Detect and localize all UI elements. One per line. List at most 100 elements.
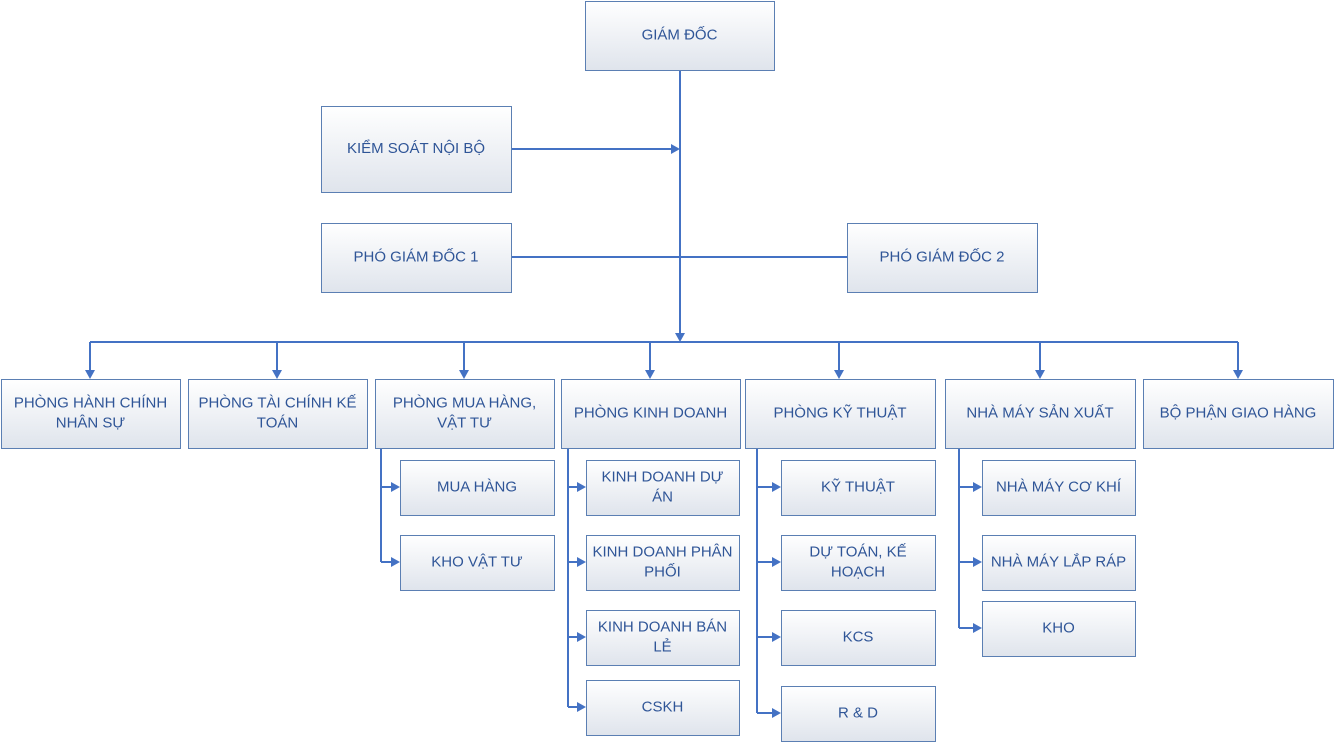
arrowhead-right bbox=[973, 482, 982, 492]
node-pgd1: PHÓ GIÁM ĐỐC 1 bbox=[321, 223, 512, 293]
node-label: KCS bbox=[843, 628, 874, 645]
node-label: PHÒNG HÀNH CHÍNH bbox=[14, 394, 167, 411]
node-box bbox=[321, 223, 512, 293]
node-box bbox=[585, 1, 775, 71]
arrowhead-right bbox=[772, 557, 781, 567]
node-label: NHÀ MÁY SẢN XUẤT bbox=[966, 404, 1113, 421]
node-box bbox=[945, 379, 1136, 449]
node-label: PHÒNG KỸ THUẬT bbox=[773, 404, 906, 421]
node-nm-co-khi: NHÀ MÁY CƠ KHÍ bbox=[982, 460, 1136, 516]
node-label: PHÒNG KINH DOANH bbox=[574, 404, 727, 421]
node-kd-ban-le: KINH DOANH BÁN LẺ bbox=[586, 610, 740, 666]
node-box bbox=[586, 610, 740, 666]
node-label: NHÂN SỰ bbox=[56, 414, 126, 431]
arrowhead-right bbox=[973, 623, 982, 633]
arrowhead-down bbox=[459, 370, 469, 379]
arrowhead-right bbox=[577, 557, 586, 567]
node-bo-phan-gh: BỘ PHẬN GIAO HÀNG bbox=[1143, 379, 1334, 449]
node-box bbox=[400, 460, 555, 516]
node-label: MUA HÀNG bbox=[437, 478, 517, 495]
node-label: KỸ THUẬT bbox=[821, 478, 895, 495]
arrowhead-right bbox=[772, 482, 781, 492]
node-label: PHÓ GIÁM ĐỐC 2 bbox=[879, 247, 1004, 265]
arrowhead-down bbox=[272, 370, 282, 379]
node-box bbox=[188, 379, 368, 449]
node-label: KINH DOANH BÁN bbox=[598, 618, 727, 635]
node-box bbox=[982, 535, 1136, 591]
node-label: KHO bbox=[1042, 619, 1075, 636]
node-du-toan: DỰ TOÁN, KẾ HOẠCH bbox=[781, 535, 936, 591]
node-giam-doc: GIÁM ĐỐC bbox=[585, 1, 775, 71]
node-label: CSKH bbox=[642, 698, 684, 715]
node-label: LẺ bbox=[653, 638, 671, 655]
arrowhead-right bbox=[391, 557, 400, 567]
node-box bbox=[375, 379, 555, 449]
arrowhead-down bbox=[1035, 370, 1045, 379]
node-kd-phan-phoi: KINH DOANH PHÂN PHỐI bbox=[586, 535, 740, 591]
node-label: R & D bbox=[838, 704, 878, 721]
node-label: KINH DOANH PHÂN bbox=[592, 543, 732, 560]
node-label: PHÒNG MUA HÀNG, bbox=[393, 394, 536, 411]
node-box bbox=[561, 379, 741, 449]
node-label: BỘ PHẬN GIAO HÀNG bbox=[1160, 404, 1317, 421]
node-label: VẬT TƯ bbox=[437, 414, 492, 431]
arrowhead-down bbox=[85, 370, 95, 379]
node-label: ÁN bbox=[652, 488, 673, 505]
arrowhead-down bbox=[1233, 370, 1243, 379]
node-label: PHỐI bbox=[644, 562, 681, 580]
node-phong-tckt: PHÒNG TÀI CHÍNH KẾ TOÁN bbox=[188, 379, 368, 449]
node-phong-kd: PHÒNG KINH DOANH bbox=[561, 379, 741, 449]
node-box bbox=[1, 379, 181, 449]
node-box bbox=[586, 460, 740, 516]
node-r-and-d: R & D bbox=[781, 686, 936, 742]
node-phong-hcns: PHÒNG HÀNH CHÍNH NHÂN SỰ bbox=[1, 379, 181, 449]
node-label: NHÀ MÁY LẮP RÁP bbox=[991, 552, 1126, 570]
arrowhead-right bbox=[671, 144, 680, 154]
arrowhead-right bbox=[391, 482, 400, 492]
node-kd-du-an: KINH DOANH DỰ ÁN bbox=[586, 460, 740, 516]
node-label: KINH DOANH DỰ bbox=[602, 468, 724, 485]
node-label: GIÁM ĐỐC bbox=[642, 25, 718, 43]
arrowhead-right bbox=[577, 632, 586, 642]
node-box bbox=[982, 460, 1136, 516]
node-box bbox=[586, 535, 740, 591]
arrowhead-right bbox=[577, 702, 586, 712]
node-nm-lap-rap: NHÀ MÁY LẮP RÁP bbox=[982, 535, 1136, 591]
node-label: HOẠCH bbox=[831, 563, 885, 580]
arrowhead-right bbox=[973, 557, 982, 567]
connectors-layer bbox=[85, 70, 1243, 718]
arrowhead-right bbox=[772, 632, 781, 642]
node-cskh: CSKH bbox=[586, 680, 740, 736]
node-box bbox=[586, 680, 740, 736]
node-box bbox=[982, 601, 1136, 657]
node-box bbox=[781, 535, 936, 591]
arrowhead-right bbox=[772, 708, 781, 718]
node-box bbox=[1143, 379, 1334, 449]
node-label: KHO VẬT TƯ bbox=[431, 553, 523, 570]
node-box bbox=[781, 610, 936, 666]
node-nha-may-sx: NHÀ MÁY SẢN XUẤT bbox=[945, 379, 1136, 449]
node-box bbox=[400, 535, 555, 591]
node-label: PHÓ GIÁM ĐỐC 1 bbox=[353, 247, 478, 265]
node-box bbox=[745, 379, 936, 449]
node-phong-mhvt: PHÒNG MUA HÀNG, VẬT TƯ bbox=[375, 379, 555, 449]
node-kiem-soat: KIỂM SOÁT NỘI BỘ bbox=[321, 106, 512, 193]
node-pgd2: PHÓ GIÁM ĐỐC 2 bbox=[847, 223, 1038, 293]
node-label: PHÒNG TÀI CHÍNH KẾ bbox=[198, 394, 356, 411]
node-label: NHÀ MÁY CƠ KHÍ bbox=[996, 478, 1122, 495]
node-box bbox=[847, 223, 1038, 293]
node-box bbox=[321, 106, 512, 193]
arrowhead-down bbox=[675, 333, 685, 342]
node-kcs: KCS bbox=[781, 610, 936, 666]
arrowhead-right bbox=[577, 482, 586, 492]
arrowhead-down bbox=[834, 370, 844, 379]
node-box bbox=[781, 460, 936, 516]
node-kho: KHO bbox=[982, 601, 1136, 657]
node-ky-thuat: KỸ THUẬT bbox=[781, 460, 936, 516]
node-phong-kt: PHÒNG KỸ THUẬT bbox=[745, 379, 936, 449]
node-kho-vat-tu: KHO VẬT TƯ bbox=[400, 535, 555, 591]
node-label: TOÁN bbox=[257, 414, 298, 431]
node-label: DỰ TOÁN, KẾ bbox=[809, 543, 906, 560]
